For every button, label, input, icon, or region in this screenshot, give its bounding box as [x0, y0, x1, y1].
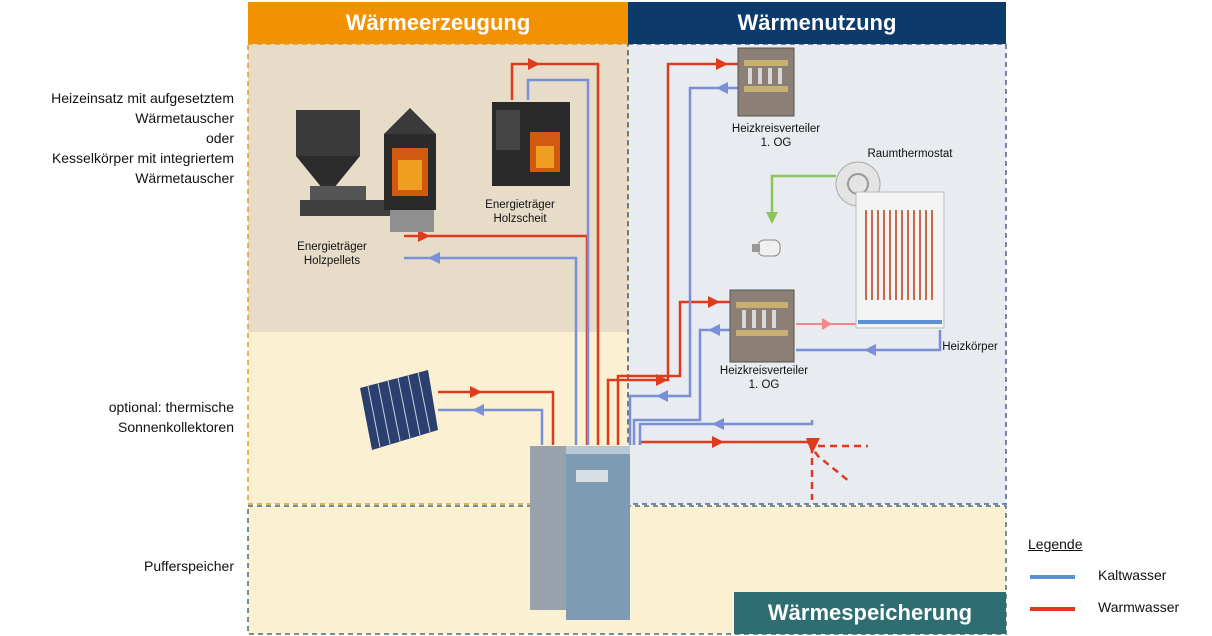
label-sonnenkollektoren: optional: thermische Sonnenkollektoren [108, 399, 234, 435]
label-raumthermostat: Raumthermostat [867, 148, 953, 160]
legend-title: Legende [1028, 536, 1083, 552]
pellet-stove [296, 108, 436, 232]
valve-actuator [752, 239, 781, 257]
underfloor-heating-panel [855, 191, 945, 329]
cold-pipes [404, 78, 942, 445]
distributor-bottom [729, 289, 795, 363]
label-heizkoerper: Heizkörper [942, 341, 998, 353]
solar-collector [360, 370, 438, 450]
header-waermespeicherung: Wärmespeicherung [734, 592, 1006, 634]
buffer-tank [530, 446, 630, 620]
legend-item-warmwasser: Warmwasser [1098, 599, 1180, 615]
header-waermeerzeugung: Wärmeerzeugung [248, 2, 628, 44]
distributor-top [737, 47, 795, 117]
header-waermenutzung: Wärmenutzung [628, 2, 1006, 44]
label-heizeinsatz: Heizeinsatz mit aufgesetztem Wärmetausch… [51, 90, 234, 186]
legend-item-kaltwasser: Kaltwasser [1098, 567, 1167, 583]
zone-nutzung [628, 44, 1006, 504]
zone-erzeugung-upper [248, 44, 628, 332]
label-pufferspeicher: Pufferspeicher [143, 558, 234, 574]
log-stove [492, 102, 570, 186]
